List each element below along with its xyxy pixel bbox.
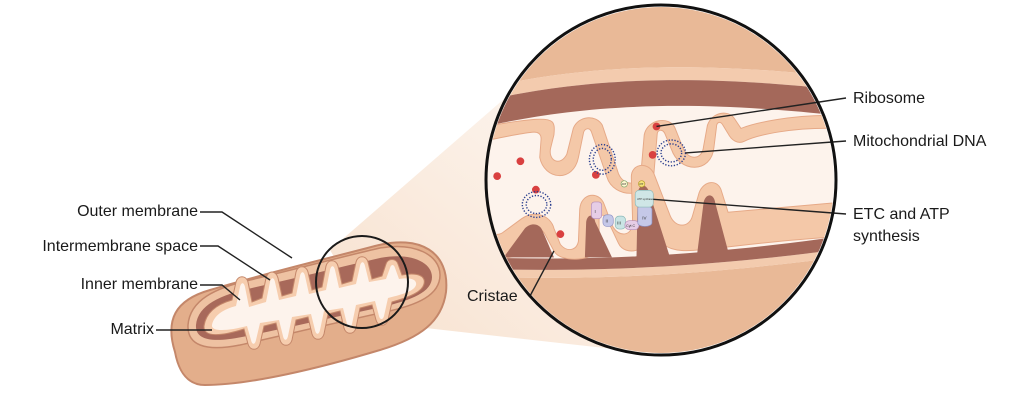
label-intermembrane-space: Intermembrane space [42, 237, 198, 256]
label-ribosome: Ribosome [853, 89, 925, 108]
label-mitochondrial-dna: Mitochondrial DNA [853, 132, 986, 151]
label-etc-atp-line2: synthesis [853, 227, 920, 246]
label-matrix: Matrix [110, 320, 154, 339]
label-cristae: Cristae [467, 287, 518, 306]
label-inner-membrane: Inner membrane [81, 275, 198, 294]
label-etc-atp-line1: ETC and ATP [853, 205, 950, 224]
label-outer-membrane: Outer membrane [77, 202, 198, 221]
